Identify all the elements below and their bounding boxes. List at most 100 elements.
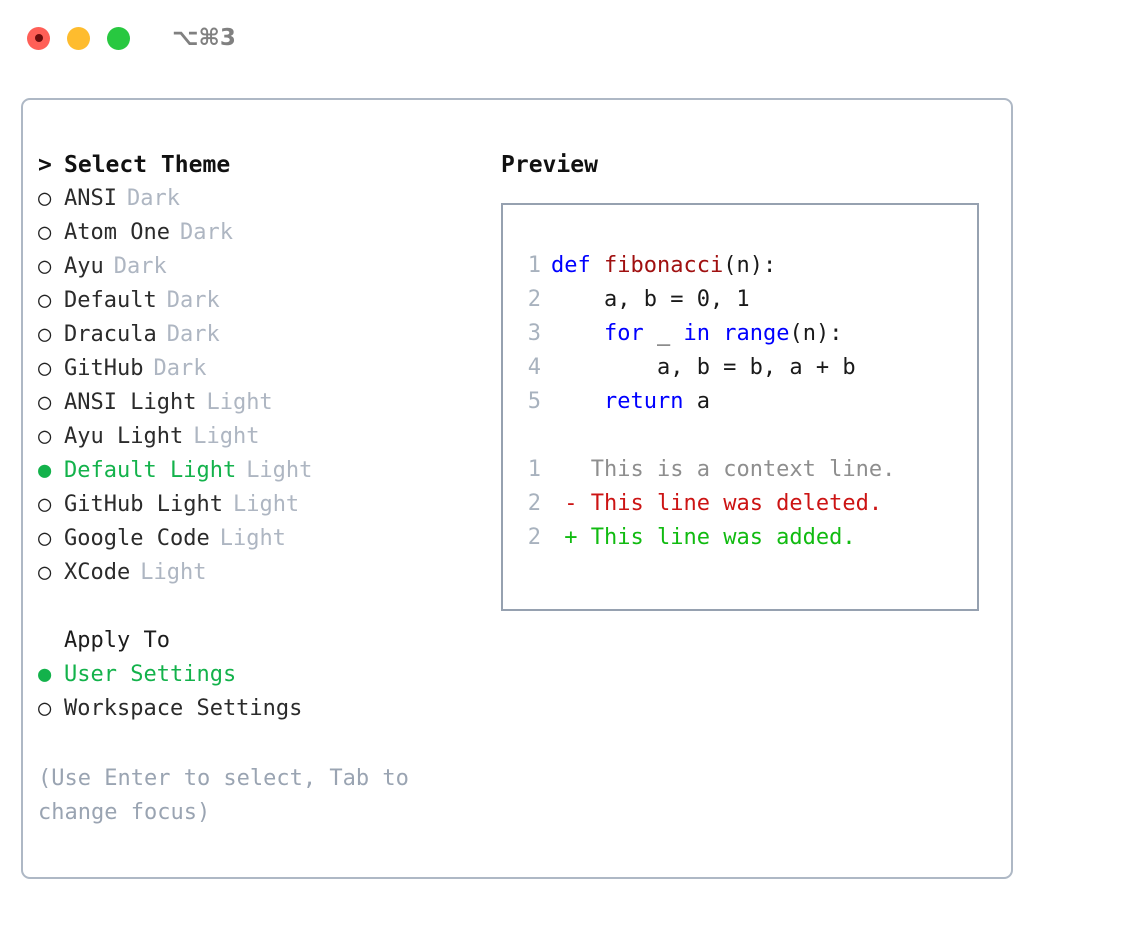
radio-unselected-icon[interactable]: ○ [38, 254, 52, 279]
code-token: return [603, 389, 684, 414]
apply-to-option-label: User Settings [64, 662, 237, 687]
diff-text: This line was added. [590, 525, 856, 550]
apply-to-option[interactable]: ● User Settings [38, 658, 498, 692]
radio-unselected-icon[interactable]: ○ [38, 322, 52, 347]
radio-unselected-icon[interactable]: ○ [38, 560, 52, 585]
theme-category-tag: Dark [126, 186, 180, 211]
code-token: (n): [789, 321, 843, 346]
keyboard-shortcut-label: ⌥⌘3 [172, 25, 236, 51]
radio-unselected-icon[interactable]: ○ [38, 186, 52, 211]
theme-name: Default [64, 288, 157, 313]
code-token [551, 321, 604, 346]
diff-marker: - [551, 491, 591, 516]
theme-name: Atom One [64, 220, 170, 245]
code-line: 3 for _ in range(n): [517, 317, 977, 351]
theme-list-item[interactable]: ○ GitHub Dark [38, 352, 498, 386]
diff-text: This is a context line. [590, 457, 896, 482]
theme-name: GitHub Light [64, 492, 223, 517]
code-token: (n): [723, 253, 777, 278]
radio-unselected-icon[interactable]: ○ [38, 288, 52, 313]
theme-category-tag: Light [206, 390, 273, 415]
diff-line: 2 + This line was added. [517, 521, 977, 555]
diff-line: 1 This is a context line. [517, 453, 977, 487]
theme-name: Google Code [64, 526, 210, 551]
theme-name: Ayu Light [64, 424, 184, 449]
radio-selected-icon[interactable]: ● [38, 662, 52, 687]
theme-category-tag: Dark [179, 220, 233, 245]
theme-picker-header-label: Select Theme [64, 152, 231, 178]
diff-line-number: 1 [527, 457, 541, 482]
line-number: 4 [527, 355, 541, 380]
title-bar: ⌥⌘3 [0, 0, 1140, 76]
code-line: 4 a, b = b, a + b [517, 351, 977, 385]
radio-unselected-icon[interactable]: ○ [38, 424, 52, 449]
preview-title: Preview [501, 152, 598, 178]
prompt-caret-icon: > [38, 152, 52, 178]
window-controls [27, 26, 130, 50]
theme-category-tag: Light [232, 492, 300, 517]
list-spacer [38, 590, 498, 624]
code-token: fibonacci [603, 253, 724, 278]
theme-name: GitHub [64, 356, 144, 381]
theme-list-item[interactable]: ○ Default Dark [38, 284, 498, 318]
apply-to-option-label: Workspace Settings [64, 696, 303, 721]
theme-list-item[interactable]: ○ Ayu Light Light [38, 420, 498, 454]
radio-selected-icon[interactable]: ● [38, 458, 52, 483]
zoom-button[interactable] [107, 26, 130, 50]
line-number: 3 [527, 321, 541, 346]
minimize-button[interactable] [67, 26, 90, 50]
code-line: 2 a, b = 0, 1 [517, 283, 977, 317]
code-token [551, 389, 604, 414]
theme-list-item[interactable]: ○ GitHub Light Light [38, 488, 498, 522]
theme-category-tag: Dark [113, 254, 167, 279]
line-number: 2 [527, 287, 541, 312]
diff-text: This line was deleted. [590, 491, 883, 516]
code-token: range [723, 321, 790, 346]
radio-unselected-icon[interactable]: ○ [38, 390, 52, 415]
code-token: in [683, 321, 710, 346]
theme-picker-header: > Select Theme [38, 148, 498, 182]
apply-to-label: Apply To [64, 628, 170, 653]
radio-unselected-icon[interactable]: ○ [38, 492, 52, 517]
radio-unselected-icon[interactable]: ○ [38, 526, 52, 551]
diff-line-number: 2 [527, 491, 541, 516]
theme-category-tag: Light [193, 424, 260, 449]
recording-indicator-icon [34, 34, 43, 42]
diff-marker [551, 457, 591, 482]
line-number: 1 [527, 253, 541, 278]
diff-line: 2 - This line was deleted. [517, 487, 977, 521]
radio-unselected-icon[interactable]: ○ [38, 220, 52, 245]
apply-to-option[interactable]: ○ Workspace Settings [38, 692, 498, 726]
code-token: a, b = 0, 1 [551, 287, 750, 312]
theme-list-item[interactable]: ○ Atom One Dark [38, 216, 498, 250]
theme-category-tag: Light [219, 526, 286, 551]
close-button[interactable] [27, 26, 50, 50]
theme-name: ANSI [64, 186, 117, 211]
theme-list-item[interactable]: ○ Google Code Light [38, 522, 498, 556]
radio-unselected-icon[interactable]: ○ [38, 356, 52, 381]
code-token: _ [643, 321, 684, 346]
theme-list-item[interactable]: ● Default Light Light [38, 454, 498, 488]
theme-list-item[interactable]: ○ ANSI Dark [38, 182, 498, 216]
code-token [710, 321, 723, 346]
theme-category-tag: Dark [166, 322, 220, 347]
line-number: 5 [527, 389, 541, 414]
theme-category-tag: Light [246, 458, 313, 483]
diff-line-number: 2 [527, 525, 541, 550]
code-line: 5 return a [517, 385, 977, 419]
theme-category-tag: Dark [166, 288, 220, 313]
theme-category-tag: Dark [153, 356, 207, 381]
theme-name: Default Light [64, 458, 237, 483]
code-token: a [683, 389, 710, 414]
theme-name: XCode [64, 560, 131, 585]
radio-unselected-icon[interactable]: ○ [38, 696, 52, 721]
